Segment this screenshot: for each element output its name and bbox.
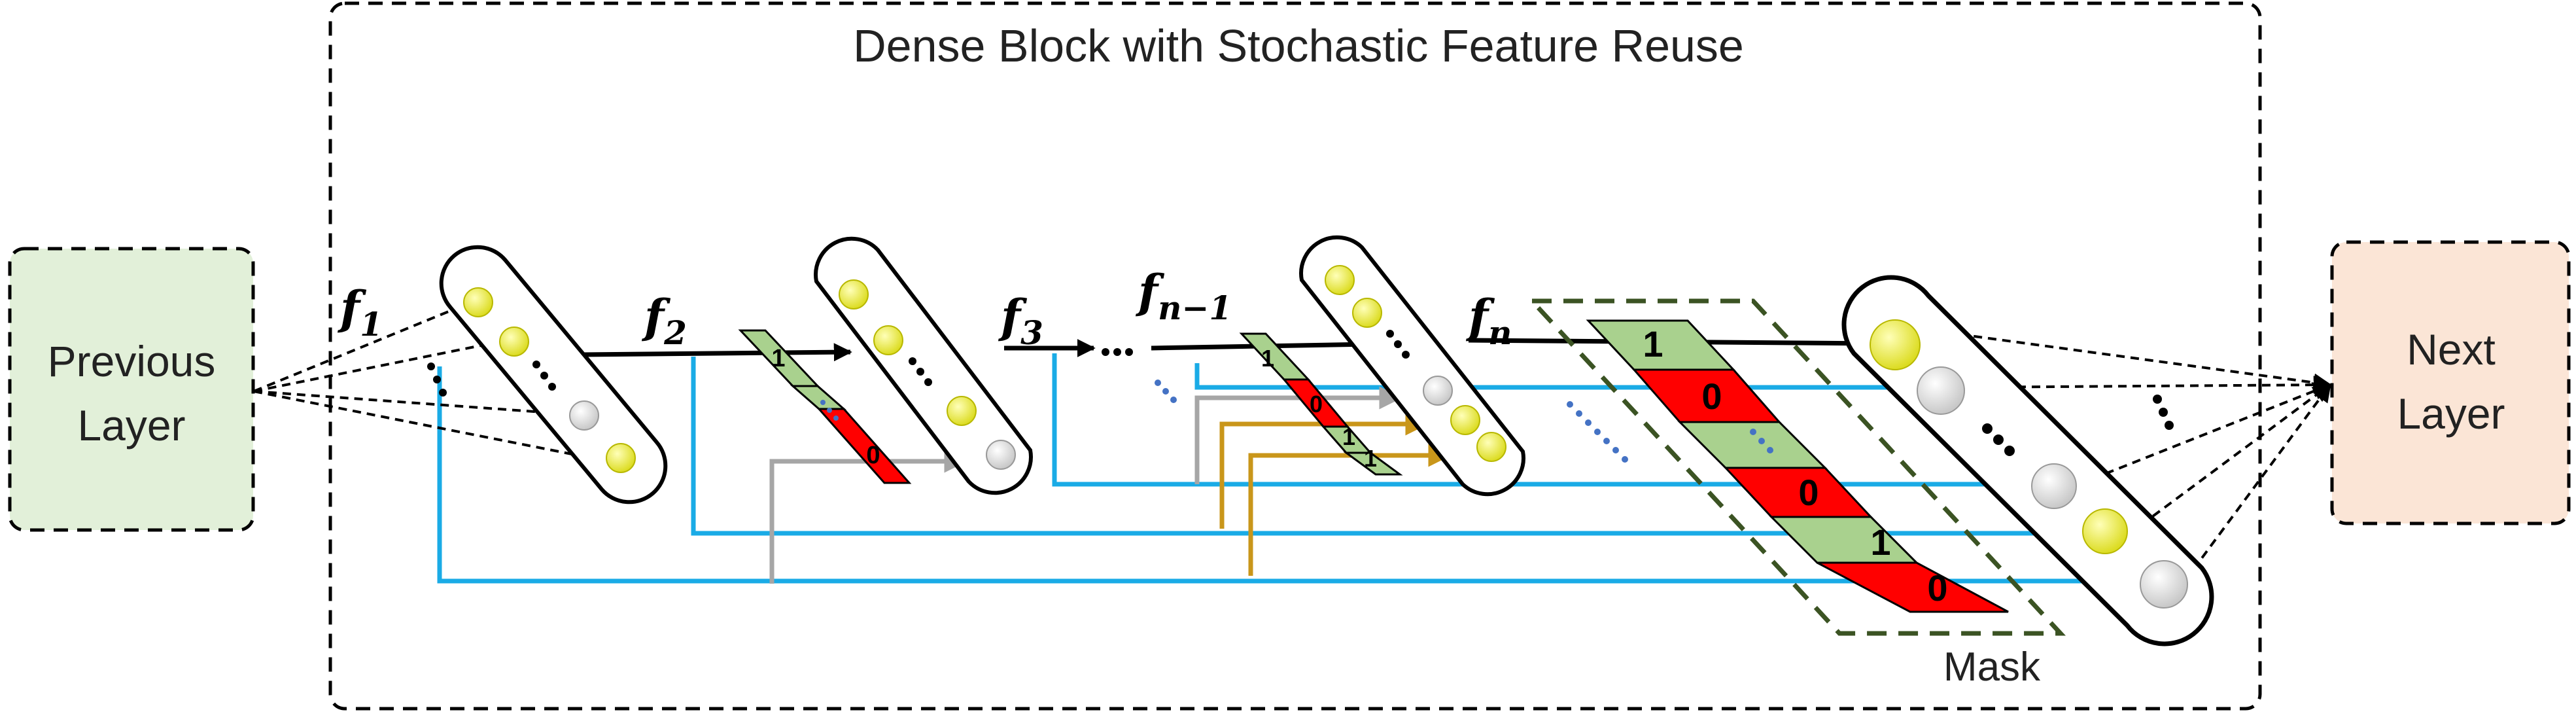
next-layer-label: Layer — [2397, 389, 2505, 438]
layer-n — [1841, 275, 2214, 646]
feature-label-fn: fn — [1465, 289, 1512, 352]
mask-small-1: 1 0 — [738, 329, 912, 484]
neuron-yellow — [463, 287, 493, 317]
next-layer-box — [2330, 240, 2571, 525]
mask-bit: 1 — [771, 345, 785, 372]
neuron-yellow — [499, 327, 529, 357]
feature-label-fn-minus-1: fn−1 — [1135, 264, 1232, 327]
next-layer-label: Next — [2407, 325, 2496, 374]
mask-bit: 0 — [866, 442, 880, 469]
svg-text:fn: fn — [1465, 289, 1512, 352]
svg-text:f1: f1 — [337, 281, 383, 344]
mask-bit: 0 — [1310, 391, 1323, 417]
feature-label-f2: f2 — [641, 289, 687, 352]
mask-bit: 1 — [1342, 423, 1355, 450]
blue-dot-ellipsis — [1155, 380, 1628, 463]
neuron-gray — [2031, 463, 2077, 509]
neuron-yellow — [1352, 298, 1382, 328]
neuron-gray — [1423, 376, 1453, 406]
previous-layer-label: Layer — [77, 401, 185, 450]
neuron-gray — [569, 400, 599, 431]
neuron-yellow — [1476, 432, 1506, 462]
feature-label-f3: f3 — [998, 289, 1043, 352]
previous-layer-label: Previous — [48, 337, 216, 385]
neuron-gray — [986, 440, 1016, 470]
input-fanout-ellipsis — [427, 362, 447, 397]
mask-bit: 0 — [1798, 472, 1819, 513]
mask-bit: 0 — [1701, 376, 1722, 417]
mask-bit: 1 — [1261, 345, 1274, 372]
mask-large: 1 0 0 1 0 Mask — [1526, 298, 2066, 690]
neuron-gray — [1917, 366, 1965, 415]
neuron-gray — [2140, 560, 2188, 609]
svg-text:f2: f2 — [641, 289, 687, 352]
mask-label: Mask — [1943, 645, 2041, 690]
skip-connections-blue — [437, 353, 2187, 593]
neuron-yellow — [873, 325, 903, 355]
previous-layer-box — [8, 247, 255, 532]
skip-connections-gray — [769, 386, 1402, 584]
mask-bit: 1 — [1364, 445, 1377, 472]
neuron-yellow — [839, 279, 869, 309]
neuron-yellow — [606, 443, 636, 473]
skip-connections-gold — [1219, 412, 1452, 576]
layer-2 — [814, 236, 1033, 495]
layer-n-minus-1 — [1299, 235, 1525, 497]
neuron-yellow — [1450, 405, 1480, 435]
output-fanin-ellipsis — [2153, 395, 2174, 430]
mask-small-2: 1 0 1 1 — [1239, 332, 1403, 476]
input-fanout-arrows — [253, 298, 610, 467]
mask-bit: 0 — [1927, 567, 1947, 609]
layer-1 — [439, 245, 668, 504]
feature-label-f1: f1 — [337, 281, 383, 344]
svg-text:fn−1: fn−1 — [1135, 264, 1232, 327]
dense-block-border — [328, 1, 2262, 711]
dense-block-title: Dense Block with Stochastic Feature Reus… — [853, 20, 1744, 71]
neuron-yellow — [1870, 319, 1921, 370]
flow-ellipsis — [1102, 348, 1133, 356]
neuron-yellow — [947, 396, 977, 426]
neuron-yellow — [1325, 265, 1355, 295]
neuron-yellow — [2082, 508, 2128, 554]
mask-bit: 1 — [1870, 522, 1890, 563]
mask-bit: 1 — [1643, 323, 1663, 364]
svg-text:f3: f3 — [998, 289, 1043, 352]
